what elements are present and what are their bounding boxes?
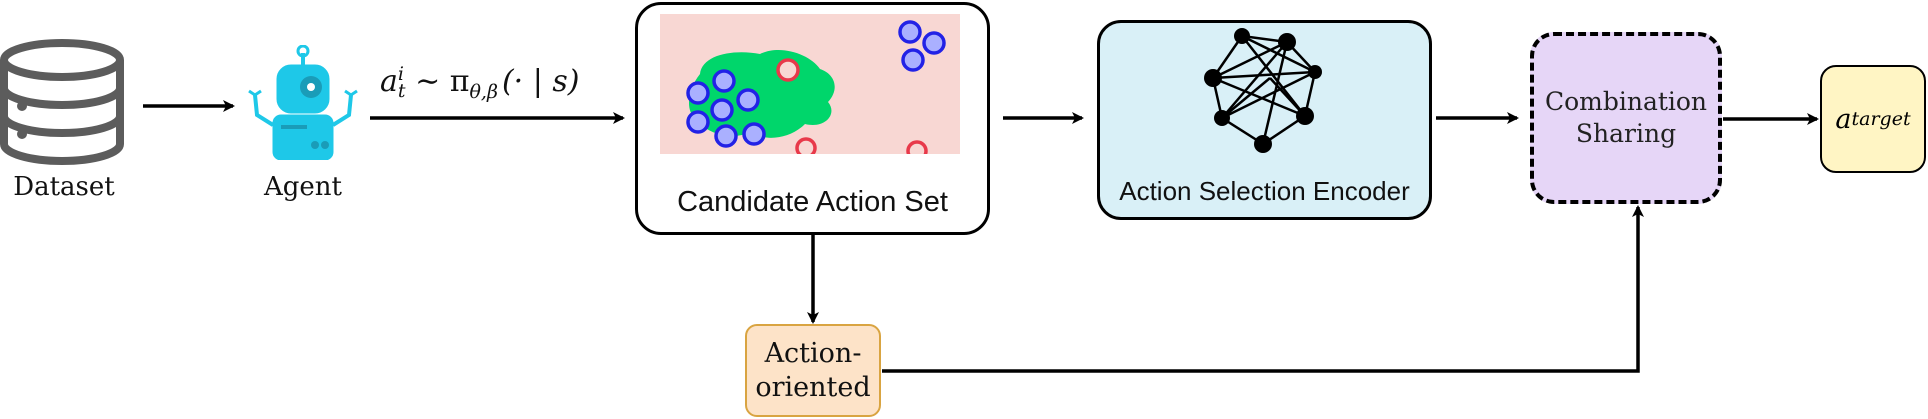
target-action-subscript: target <box>1851 108 1911 130</box>
candidate-action-point <box>922 31 946 55</box>
arrow-action-oriented-to-combination <box>882 205 1644 373</box>
robot-icon <box>248 45 358 160</box>
target-action-symbol: a <box>1835 103 1852 135</box>
graph-node <box>1278 33 1296 51</box>
candidate-action-point <box>712 69 736 93</box>
formula-args: (· | s) <box>501 64 580 99</box>
candidate-action-point <box>898 20 922 44</box>
action-selection-encoder-label: Action Selection Encoder <box>1119 176 1410 206</box>
excluded-action-point <box>795 137 817 154</box>
candidate-action-point <box>714 124 738 148</box>
agent-label: Agent <box>264 172 342 202</box>
dataset-label: Dataset <box>13 172 115 202</box>
formula-sub: t <box>397 80 406 102</box>
excluded-action-point <box>776 58 800 82</box>
graph-node <box>1308 65 1322 79</box>
graph-node <box>1234 28 1250 44</box>
action-oriented-line1: Action- <box>764 337 862 369</box>
formula-pi-sub: θ,β <box>469 81 498 103</box>
candidate-action-point <box>742 122 766 146</box>
action-oriented-box: Action- oriented <box>745 324 881 417</box>
action-cluster-blob <box>688 49 835 138</box>
combination-sharing-box: Combination Sharing <box>1530 32 1722 204</box>
candidate-action-point <box>901 48 925 72</box>
excluded-action-point <box>906 140 928 154</box>
combination-sharing-line2: Sharing <box>1575 119 1677 148</box>
action-oriented-line2: oriented <box>755 371 871 403</box>
graph-node <box>1254 135 1272 153</box>
candidate-action-plot <box>660 14 960 154</box>
formula-sup: i <box>397 62 404 85</box>
database-icon <box>0 39 124 165</box>
formula-pi: ∼ π <box>405 64 470 99</box>
graph-node <box>1214 110 1230 126</box>
candidate-action-point <box>710 98 734 122</box>
candidate-action-set-label: Candidate Action Set <box>677 186 948 218</box>
graph-node <box>1204 69 1222 87</box>
candidate-action-point <box>686 81 710 105</box>
graph-node <box>1296 107 1314 125</box>
graph-network-icon <box>1204 28 1322 153</box>
combination-sharing-line1: Combination <box>1544 87 1708 116</box>
candidate-action-point <box>736 88 760 112</box>
formula-action: a <box>380 64 398 99</box>
candidate-action-point <box>686 110 710 134</box>
